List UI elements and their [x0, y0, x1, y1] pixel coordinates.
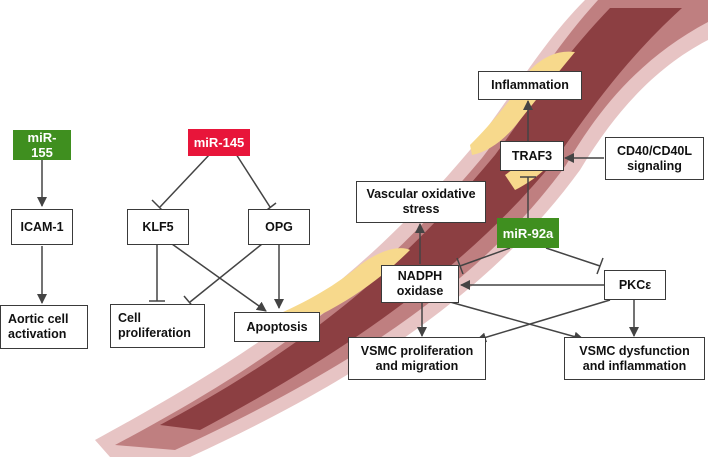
- inflammation-node: Inflammation: [478, 71, 582, 100]
- arrow-klf5-apoptosis: [171, 243, 267, 312]
- vessel-lumen: [160, 8, 682, 430]
- vsmc-dysfunction-inflammation-node: VSMC dysfunction and inflammation: [564, 337, 705, 380]
- connectors: [37, 100, 639, 343]
- cd40-cd40l-signaling-node: CD40/CD40L signaling: [605, 137, 704, 180]
- mir155-node: miR-155: [13, 130, 71, 160]
- traf3-node: TRAF3: [500, 141, 564, 171]
- arrow-nadph-vsmc-dys: [449, 301, 584, 342]
- cell-proliferation-node: Cell proliferation: [110, 304, 205, 348]
- mir145-node: miR-145: [188, 129, 250, 156]
- inhibit-mir92a-nadph-bar: [456, 257, 464, 275]
- plaque-lower: [265, 248, 410, 328]
- nadph-oxidase-node: NADPH oxidase: [381, 265, 459, 303]
- inhibit-mir145-opg: [235, 153, 271, 208]
- opg-node: OPG: [248, 209, 310, 245]
- inhibit-mir92a-nadph: [459, 247, 511, 267]
- klf5-node: KLF5: [127, 209, 189, 245]
- icam1-node: ICAM-1: [11, 209, 73, 245]
- apoptosis-node: Apoptosis: [234, 312, 320, 342]
- inhibit-mir145-klf5: [159, 153, 211, 208]
- inhibit-opg-cellprolif: [189, 243, 263, 303]
- inhibit-mir92a-pkce: [545, 247, 601, 267]
- pkce-node: PKCε: [604, 270, 666, 300]
- vsmc-proliferation-migration-node: VSMC proliferation and migration: [348, 337, 486, 380]
- arrow-pkce-vsmc-prolif: [476, 299, 611, 343]
- inhibit-mir92a-pkce-bar: [596, 257, 604, 275]
- vascular-oxidative-stress-node: Vascular oxidative stress: [356, 181, 486, 223]
- aortic-cell-activation-node: Aortic cell activation: [0, 305, 88, 349]
- mir92a-node: miR-92a: [497, 218, 559, 248]
